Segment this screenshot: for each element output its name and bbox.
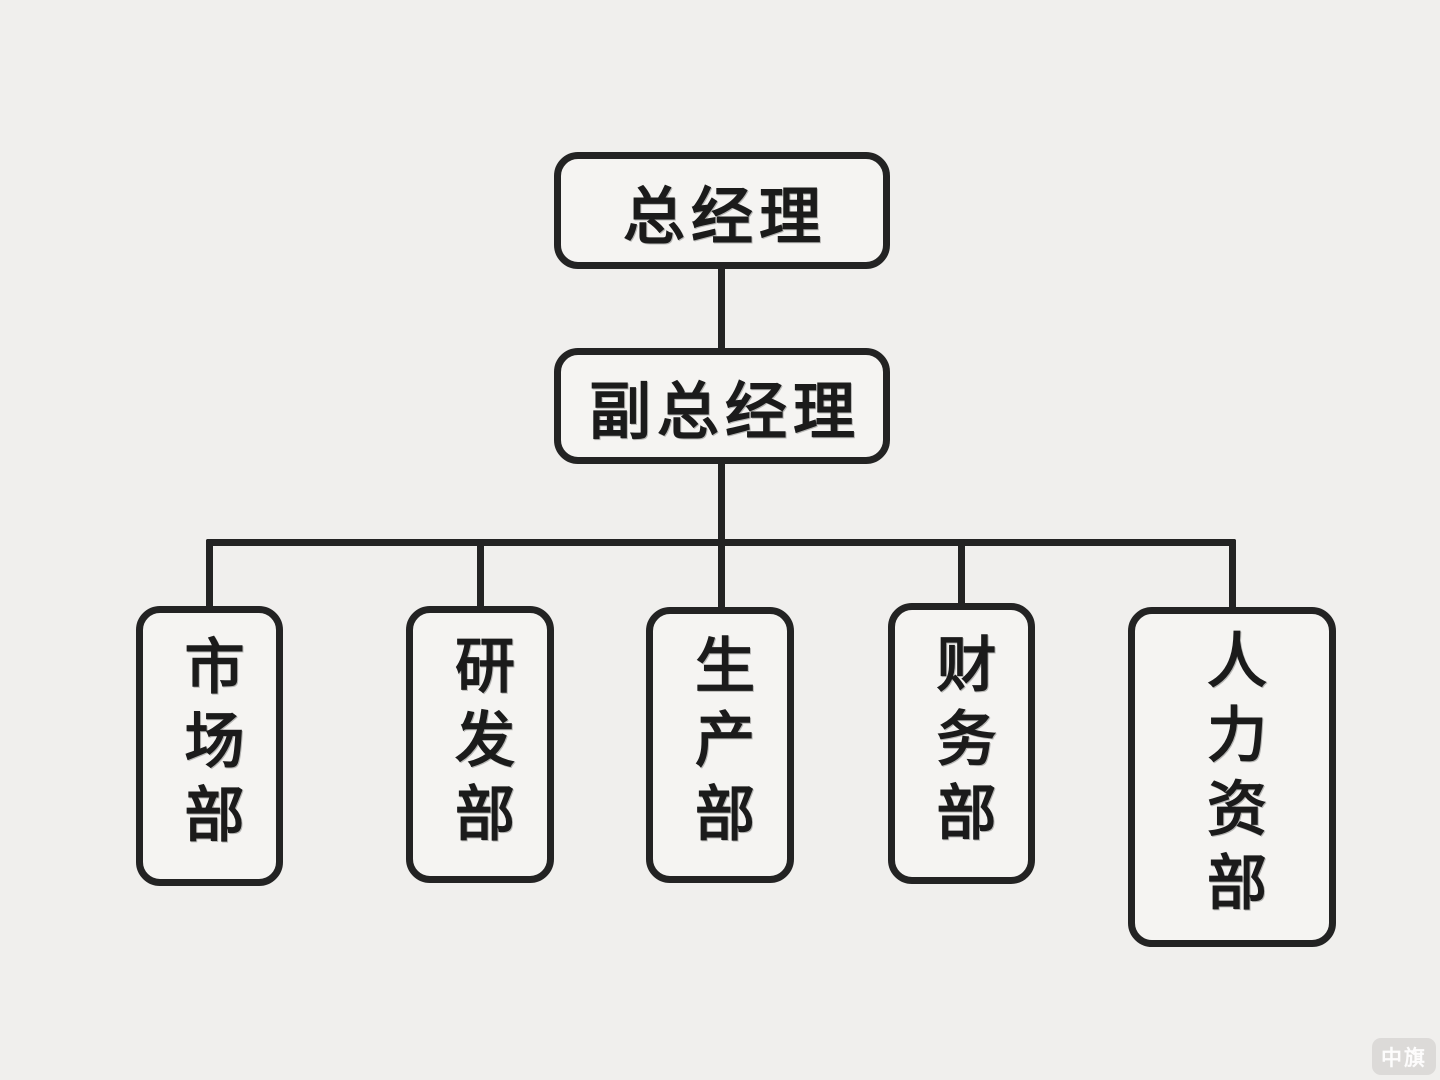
org-node-label-production-dept: 生产部: [686, 634, 754, 856]
watermark-label: 中旗: [1381, 1046, 1427, 1070]
connector-bus-to-finance: [958, 539, 965, 605]
connector-bus-to-rnd: [477, 539, 484, 608]
connector-bus-to-hr: [1229, 539, 1236, 609]
org-node-label-marketing-dept: 市场部: [176, 635, 243, 857]
org-node-hr-dept: 人力资部: [1128, 607, 1336, 947]
org-node-finance-dept: 财务部: [888, 603, 1035, 884]
connector-gm-to-dgm: [718, 267, 725, 350]
org-node-label-hr-dept: 人力资部: [1198, 629, 1266, 925]
org-node-label-general-manager: 总经理: [622, 182, 827, 252]
connector-bus-to-marketing: [206, 539, 213, 608]
org-node-rnd-dept: 研发部: [406, 606, 554, 883]
org-node-general-manager: 总经理: [554, 152, 890, 269]
org-node-label-rnd-dept: 研发部: [446, 633, 514, 856]
org-node-label-deputy-general-manager: 副总经理: [588, 378, 861, 447]
org-node-production-dept: 生产部: [646, 607, 794, 883]
org-node-deputy-general-manager: 副总经理: [554, 348, 890, 464]
watermark-badge: 中旗: [1372, 1038, 1436, 1075]
org-node-marketing-dept: 市场部: [136, 606, 283, 886]
connector-dgm-to-bus: [718, 462, 725, 609]
connector-horizontal-bus: [206, 539, 1236, 546]
org-node-label-finance-dept: 财务部: [928, 632, 995, 855]
